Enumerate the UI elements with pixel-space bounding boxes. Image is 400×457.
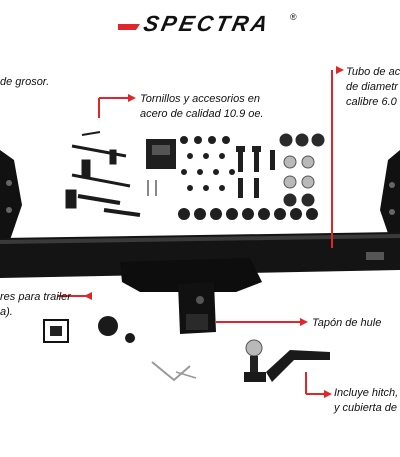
caption-tornillos-1: Tornillos y accesorios en (140, 93, 261, 105)
hitch-pin (151, 361, 197, 382)
rubber-cap (98, 316, 135, 343)
logo-red-stripe (118, 24, 140, 30)
hardware-rods (65, 131, 141, 217)
caption-tapon: Tapón de hule (312, 317, 382, 329)
caption-tubo-1: Tubo de ac (346, 66, 400, 78)
callout-arrowheads (84, 66, 344, 398)
caption-tubo-3: calibre 6.0 (346, 96, 397, 108)
caption-incluye-2: y cubierta de (334, 402, 397, 414)
caption-conectores-2: a). (0, 306, 13, 318)
left-mounting-bracket (0, 150, 22, 245)
registered-mark: ® (290, 12, 297, 22)
caption-grosor: de grosor. (0, 76, 50, 88)
large-washers (279, 133, 325, 207)
main-cross-tube (0, 232, 400, 278)
connector-plug (43, 319, 69, 343)
bolts (236, 146, 275, 198)
caption-incluye-1: Incluye hitch, (334, 387, 399, 399)
caption-tubo-2: de diametr (346, 81, 398, 93)
right-mounting-bracket (380, 150, 400, 248)
caption-conectores-1: res para trailer (0, 291, 71, 303)
receiver-box (120, 258, 262, 334)
callout-lines (58, 70, 333, 395)
spectra-logo-mark (118, 24, 140, 30)
ball-mount (244, 339, 330, 382)
square-plate (146, 139, 176, 169)
small-screws (147, 180, 157, 196)
washer-grid (180, 136, 235, 191)
caption-tornillos-2: acero de calidad 10.9 oe. (140, 108, 264, 120)
washer-row (178, 208, 318, 220)
